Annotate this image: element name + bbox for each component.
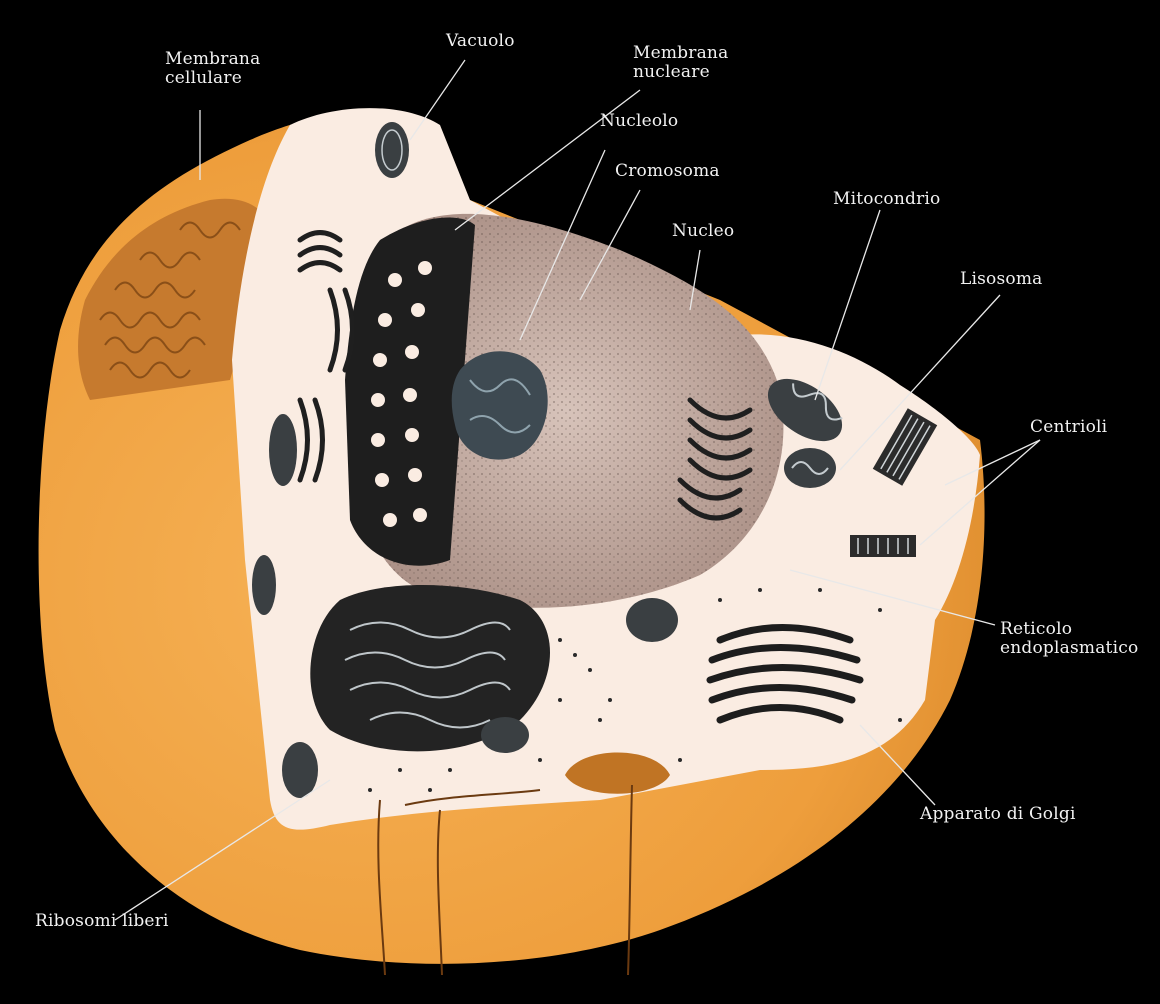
- label-apparato-di-golgi: Apparato di Golgi: [920, 805, 1076, 824]
- nucleolus: [452, 351, 548, 459]
- label-nucleo: Nucleo: [672, 222, 734, 241]
- label-centrioli: Centrioli: [1030, 418, 1107, 437]
- label-membrana-nucleare: Membrana nucleare: [633, 44, 728, 82]
- label-cromosoma: Cromosoma: [615, 162, 720, 181]
- label-nucleolo: Nucleolo: [600, 112, 678, 131]
- label-vacuolo: Vacuolo: [446, 32, 515, 51]
- label-mitocondrio: Mitocondrio: [833, 190, 941, 209]
- label-ribosomi-liberi: Ribosomi liberi: [35, 912, 169, 931]
- label-membrana-cellulare: Membrana cellulare: [165, 50, 260, 88]
- label-lisosoma: Lisosoma: [960, 270, 1043, 289]
- label-reticolo-endoplasmatico: Reticolo endoplasmatico: [1000, 620, 1138, 658]
